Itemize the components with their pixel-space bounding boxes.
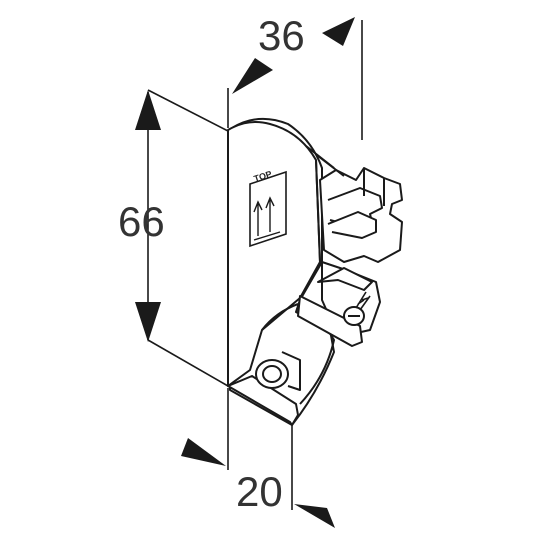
dimension-height-arrow-bottom: [135, 302, 161, 342]
dimension-height-label: 66: [118, 198, 165, 245]
screw-shaft: [355, 291, 371, 311]
dimension-height: 66: [118, 89, 229, 387]
bolt-hole-inner: [262, 365, 282, 383]
dimension-depth-label: 20: [236, 468, 283, 515]
dimension-width-arrow-right: [322, 17, 355, 46]
top-sticker-frame: [249, 170, 287, 248]
front-face-right-edge: [315, 159, 321, 263]
up-arrows-icon: [253, 196, 281, 241]
top-orientation-sticker: TOP: [249, 169, 287, 248]
dimension-depth: 20: [181, 388, 335, 528]
shell-inner-edge-2: [317, 155, 345, 177]
dimension-height-arrow-top: [135, 90, 161, 130]
front-face-curve: [261, 303, 299, 331]
rail-slot-bottom: [327, 211, 377, 239]
dimension-depth-arrow-right: [294, 504, 335, 528]
clamp-ledge: [317, 267, 373, 291]
dimension-width: 36: [227, 12, 363, 140]
dimension-height-extension-top: [147, 89, 229, 132]
base-plate: [227, 375, 299, 426]
dimension-width-arrow-left: [232, 58, 273, 94]
dimension-width-label: 36: [258, 12, 305, 59]
end-cap-part: [227, 117, 403, 426]
dimension-depth-arrow-left: [181, 438, 226, 466]
bolt-hole-recess: [281, 351, 301, 391]
dimension-height-extension-bottom: [147, 339, 229, 387]
